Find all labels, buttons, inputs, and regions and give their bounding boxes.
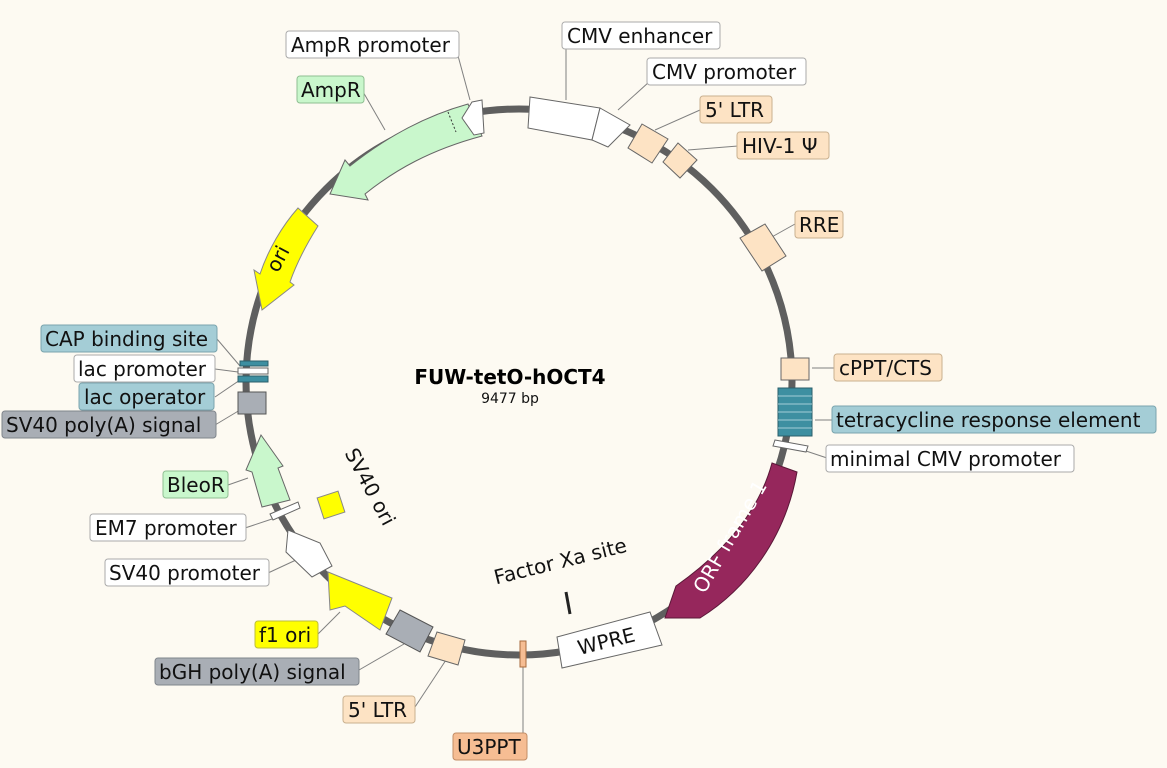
label-rre[interactable]: RRE	[794, 210, 844, 239]
label-cmv-promoter[interactable]: CMV promoter	[646, 57, 807, 86]
sv40-ori-label: SV40 ori	[340, 444, 401, 530]
svg-text:bGH poly(A) signal: bGH poly(A) signal	[159, 660, 346, 684]
label-lac-promoter[interactable]: lac promoter	[73, 354, 216, 383]
label-bleor[interactable]: BleoR	[162, 470, 229, 499]
orf-feature	[664, 462, 798, 619]
plasmid-length: 9477 bp	[481, 391, 539, 407]
label-ltr5-top[interactable]: 5' LTR	[699, 95, 773, 124]
svg-text:HIV-1 Ψ: HIV-1 Ψ	[742, 134, 818, 158]
factor-xa-mark	[564, 591, 572, 615]
tre-hatch	[778, 395, 812, 429]
wpre-feature	[556, 611, 663, 669]
svg-text:cPPT/CTS: cPPT/CTS	[839, 356, 932, 380]
svg-text:CMV promoter: CMV promoter	[652, 60, 797, 84]
label-hiv-psi[interactable]: HIV-1 Ψ	[736, 131, 830, 160]
label-cap-site[interactable]: CAP binding site	[40, 324, 218, 353]
svg-text:BleoR: BleoR	[167, 473, 225, 497]
label-bgh[interactable]: bGH poly(A) signal	[154, 657, 360, 686]
bgh-feature	[385, 609, 434, 653]
svg-text:RRE: RRE	[799, 213, 839, 237]
rre-feature	[739, 223, 787, 272]
cmv-enhancer-feature	[527, 96, 601, 141]
svg-text:AmpR: AmpR	[301, 78, 361, 102]
label-ampr[interactable]: AmpR	[296, 75, 365, 104]
lac-promoter-feature	[237, 367, 269, 375]
cap-site-feature	[239, 360, 269, 367]
svg-text:AmpR promoter: AmpR promoter	[291, 33, 451, 57]
svg-text:SV40 promoter: SV40 promoter	[109, 561, 261, 585]
ampr-promoter-feature	[461, 99, 485, 136]
factor-xa-label: Factor Xa site	[491, 533, 629, 589]
label-em7-promoter[interactable]: EM7 promoter	[89, 513, 247, 542]
svg-text:CAP binding site: CAP binding site	[45, 327, 208, 351]
svg-text:lac operator: lac operator	[84, 385, 206, 409]
svg-text:EM7 promoter: EM7 promoter	[95, 516, 238, 540]
label-ampr-promoter[interactable]: AmpR promoter	[285, 30, 460, 59]
plasmid-name: FUW-tetO-hOCT4	[414, 365, 605, 389]
cmv-promoter-feature	[591, 107, 631, 148]
f1-ori-feature	[327, 571, 393, 631]
em7-promoter-feature	[269, 501, 301, 521]
label-ltr5-bottom[interactable]: 5' LTR	[342, 695, 416, 724]
ampr-promoter-boundary	[447, 111, 457, 133]
svg-text:f1 ori: f1 ori	[259, 623, 311, 647]
label-cmv-enhancer[interactable]: CMV enhancer	[561, 21, 721, 50]
svg-text:SV40 poly(A) signal: SV40 poly(A) signal	[6, 413, 201, 437]
lac-operator-feature	[237, 375, 269, 383]
label-min-cmv[interactable]: minimal CMV promoter	[825, 444, 1075, 473]
label-sv40-promoter[interactable]: SV40 promoter	[104, 558, 270, 587]
ampr-feature	[329, 103, 483, 201]
svg-text:U3PPT: U3PPT	[457, 735, 521, 759]
min-cmv-feature	[772, 439, 809, 453]
svg-text:5' LTR: 5' LTR	[348, 698, 407, 722]
svg-text:lac promoter: lac promoter	[78, 357, 207, 381]
bleor-feature	[245, 433, 291, 508]
svg-text:tetracycline response element: tetracycline response element	[836, 408, 1141, 432]
sv40-polya-feature	[237, 391, 267, 415]
hiv-psi-feature	[662, 142, 698, 179]
svg-text:CMV enhancer: CMV enhancer	[567, 24, 713, 48]
label-lac-operator[interactable]: lac operator	[78, 382, 215, 411]
sv40-promoter-feature	[285, 529, 333, 578]
svg-text:5' LTR: 5' LTR	[705, 98, 764, 122]
label-sv40-polya[interactable]: SV40 poly(A) signal	[1, 410, 217, 439]
ori-feature	[253, 207, 319, 311]
cppt-feature	[780, 357, 810, 381]
svg-text:minimal CMV promoter: minimal CMV promoter	[830, 447, 1062, 471]
label-cppt[interactable]: cPPT/CTS	[833, 353, 943, 382]
ltr5-top-feature	[627, 123, 669, 164]
label-tre[interactable]: tetracycline response element	[831, 405, 1157, 434]
label-f1-ori[interactable]: f1 ori	[254, 620, 319, 649]
ltr5-bottom-feature	[427, 631, 466, 666]
sv40-ori-feature	[316, 490, 346, 520]
u3ppt-feature	[519, 640, 527, 668]
label-u3ppt[interactable]: U3PPT	[452, 732, 528, 761]
